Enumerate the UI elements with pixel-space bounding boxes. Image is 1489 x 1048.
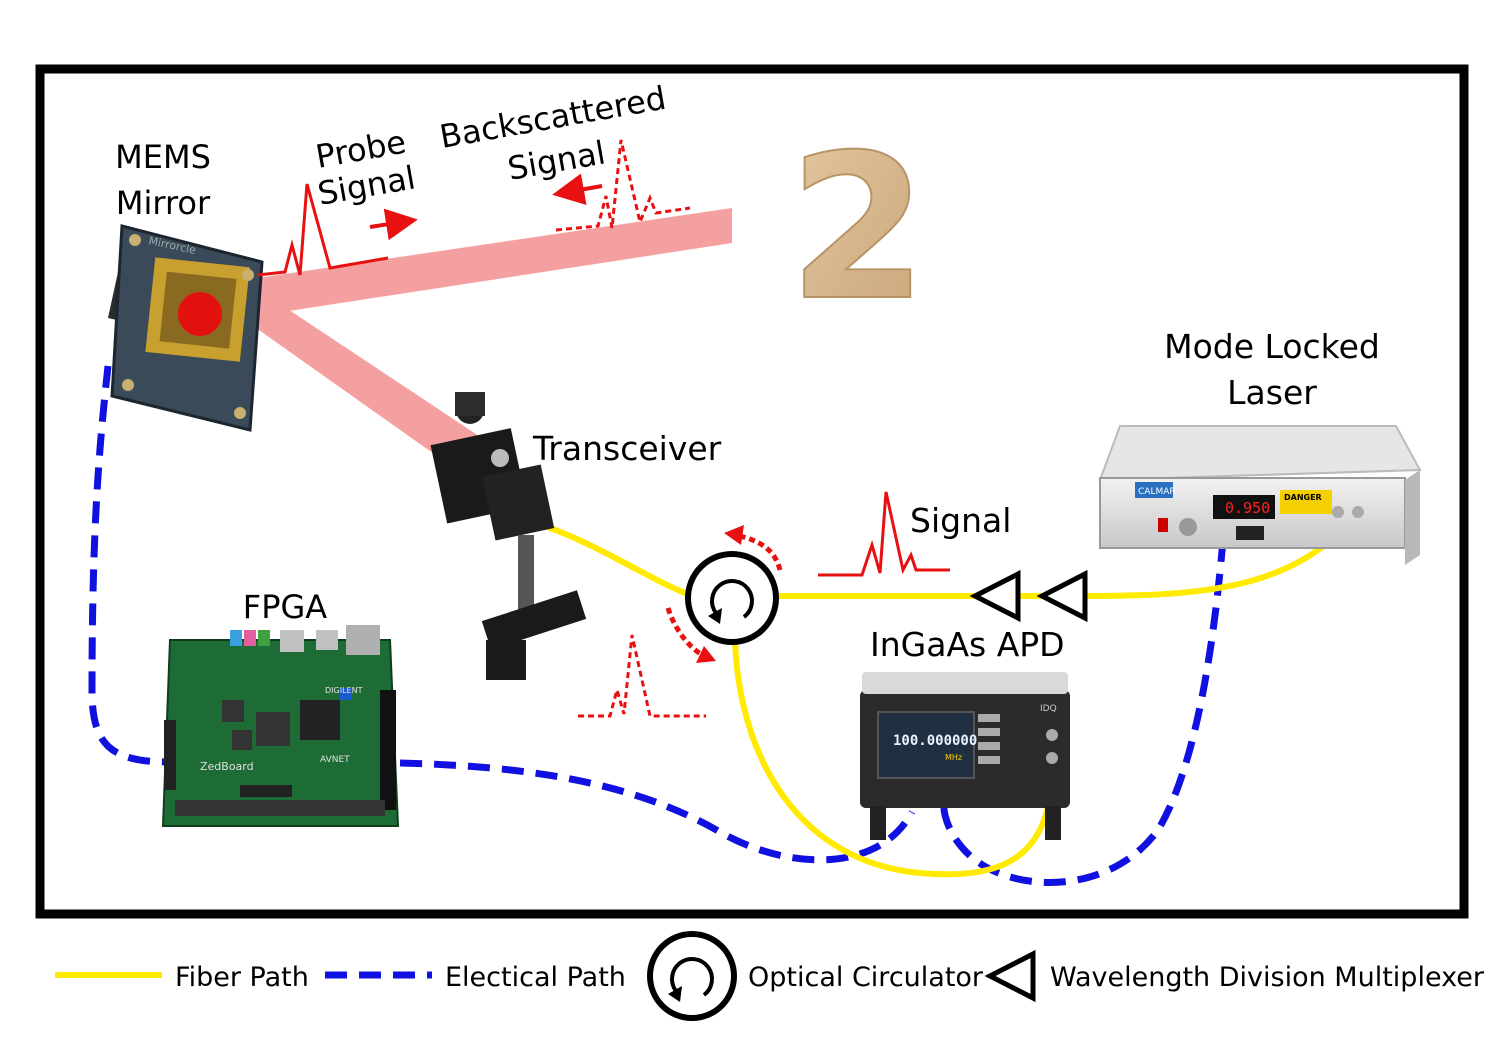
electrical-path-mems-fpga xyxy=(88,365,171,766)
mems-mirror-device: Mirrorcle xyxy=(108,224,264,432)
legend-circulator-icon xyxy=(647,931,737,1021)
apd-unit: MHz xyxy=(945,753,962,762)
fpga-vendor: AVNET xyxy=(320,755,350,765)
wdm-symbols xyxy=(969,569,1088,623)
fpga-board-name: ZedBoard xyxy=(200,760,254,773)
label-mems-line2: Mirror xyxy=(116,184,211,222)
transceiver-beam xyxy=(242,292,500,478)
legend-circulator-label: Optical Circulator xyxy=(748,962,984,993)
probe-beam xyxy=(230,208,732,320)
probe-pulse xyxy=(257,183,389,277)
fiber-path-transceiver-circulator xyxy=(541,522,692,598)
circulator-arrowhead-left xyxy=(696,646,716,663)
laser-readout: 0.950 xyxy=(1225,499,1270,517)
transceiver-device xyxy=(430,392,587,680)
legend-wdm-label: Wavelength Division Multiplexer xyxy=(1050,962,1485,993)
laser-brand: CALMAR xyxy=(1138,487,1176,497)
diagram-labels: MEMS Mirror Probe Signal Backscattered S… xyxy=(115,79,1380,664)
fiber-path-circulator-apd xyxy=(732,641,1055,878)
backscatter-arrow xyxy=(552,173,603,205)
electrical-path-fpga-apd xyxy=(399,759,916,864)
electrical-path-laser-apd xyxy=(940,539,1227,886)
apd-instrument: 100.000000 MHz IDQ xyxy=(860,672,1070,840)
label-laser-line2: Laser xyxy=(1227,373,1317,412)
optical-circulator xyxy=(685,551,779,645)
circulator-arrowhead-top xyxy=(724,525,744,545)
label-transceiver: Transceiver xyxy=(532,429,722,468)
legend-electrical-label: Electical Path xyxy=(445,962,626,993)
label-apd: InGaAs APD xyxy=(870,625,1065,664)
legend: Fiber Path Electical Path Optical Circul… xyxy=(55,931,1485,1021)
apd-readout: 100.000000 xyxy=(893,733,977,749)
label-laser-line1: Mode Locked xyxy=(1164,327,1380,366)
backscatter-pulse xyxy=(555,139,691,232)
fpga-board: ZedBoard AVNET DIGILENT xyxy=(161,625,400,827)
laser-warning: DANGER xyxy=(1284,493,1322,502)
signal-pulse xyxy=(818,491,950,577)
laser-device: CALMAR 0.950 DANGER xyxy=(1098,425,1422,565)
fpga-maker: DIGILENT xyxy=(325,686,363,695)
probe-arrow xyxy=(369,208,418,241)
big-number: 2 xyxy=(788,112,927,345)
label-mems-line1: MEMS xyxy=(115,138,211,176)
wdm-symbol-1 xyxy=(969,569,1021,623)
wdm-symbol-2 xyxy=(1036,569,1088,623)
apd-brand: IDQ xyxy=(1040,704,1057,714)
frame xyxy=(35,64,1469,919)
label-fpga: FPGA xyxy=(243,588,328,626)
electrical-paths xyxy=(88,365,1227,886)
label-signal: Signal xyxy=(910,501,1011,540)
legend-fiber-label: Fiber Path xyxy=(175,962,309,993)
legend-wdm-icon xyxy=(984,949,1036,1003)
apd-return-pulse xyxy=(578,634,706,718)
